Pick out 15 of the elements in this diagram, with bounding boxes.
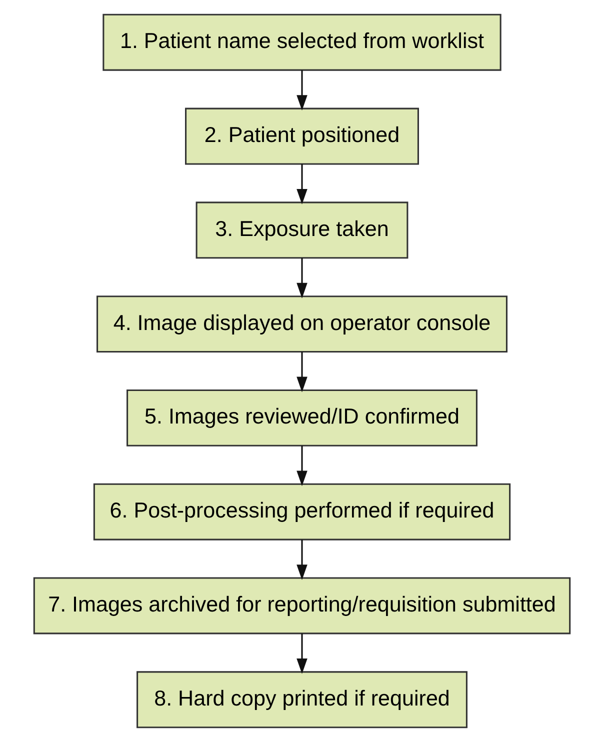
arrow xyxy=(296,70,308,111)
arrow xyxy=(296,164,308,204)
node-box: 8. Hard copy printed if required xyxy=(136,671,468,728)
node-box: 2. Patient positioned xyxy=(185,108,419,165)
arrow xyxy=(296,446,308,486)
arrow xyxy=(296,258,308,298)
arrow xyxy=(296,352,308,392)
arrow xyxy=(296,634,308,674)
node-box: 6. Post-processing performed if required xyxy=(93,483,511,540)
node-box: 5. Images reviewed/ID confirmed xyxy=(126,389,478,446)
node-box: 7. Images archived for reporting/requisition submitted xyxy=(33,577,571,634)
node-box: 4. Image displayed on operator console xyxy=(96,296,508,353)
node-box: 1. Patient name selected from worklist xyxy=(102,14,502,71)
arrow xyxy=(296,540,308,580)
node-box: 3. Exposure taken xyxy=(196,202,408,259)
